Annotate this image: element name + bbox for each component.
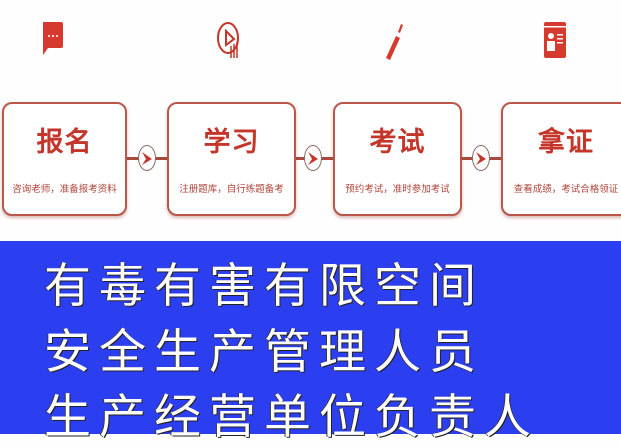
step-card-study: 学习 注册题库，自行练题备考	[167, 102, 296, 216]
chat-bubble-icon	[43, 22, 63, 55]
arrow-right-icon	[138, 145, 156, 171]
step-title: 学习	[203, 127, 260, 158]
step-card-register: 报名 咨询老师，准备报考资料	[2, 102, 127, 216]
arrow-right-icon	[304, 145, 322, 171]
step-description: 预约考试，准时参加考试	[345, 184, 450, 195]
banner-line: 安全生产管理人员	[44, 325, 484, 380]
step-description: 咨询老师，准备报考资料	[12, 184, 117, 195]
step-card-exam: 考试 预约考试，准时参加考试	[333, 102, 462, 216]
play-video-icon	[217, 22, 239, 58]
step-title: 报名	[36, 127, 93, 158]
banner-line: 有毒有害有限空间	[44, 259, 484, 314]
id-card-icon	[544, 22, 566, 58]
step-title: 考试	[369, 127, 426, 158]
category-banner: 有毒有害有限空间 安全生产管理人员 生产经营单位负责人	[0, 241, 621, 445]
arrow-right-icon	[472, 145, 490, 171]
step-description: 注册题库，自行练题备考	[179, 184, 284, 195]
pen-icon	[386, 24, 403, 60]
step-description: 查看成绩，考试合格领证	[513, 184, 619, 195]
step-title: 拿证	[538, 127, 594, 158]
banner-line: 生产经营单位负责人	[44, 390, 539, 445]
step-card-certificate: 拿证 查看成绩，考试合格领证	[501, 102, 621, 216]
